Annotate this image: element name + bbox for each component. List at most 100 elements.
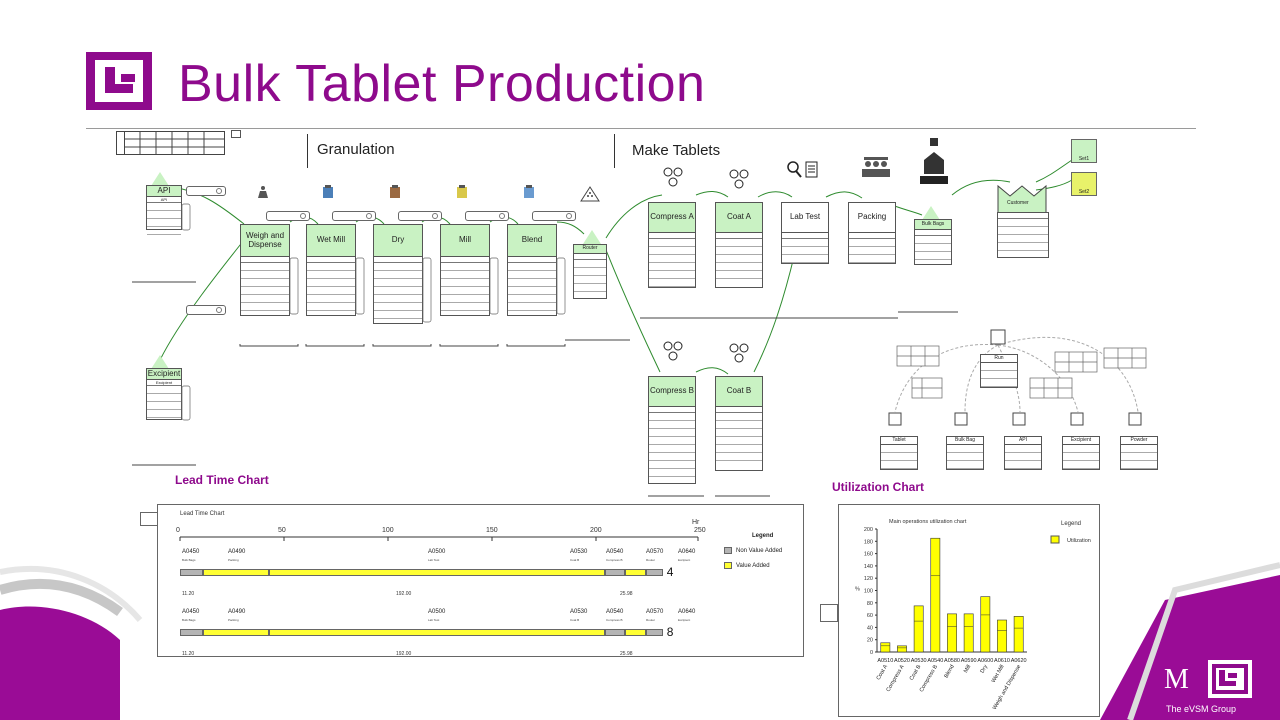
supplier-api[interactable]: API API (146, 185, 182, 235)
lead-time-chart-title: Lead Time Chart (175, 473, 269, 487)
customer[interactable] (997, 212, 1049, 258)
activity-sub-label: Router (646, 618, 656, 622)
page-title: Bulk Tablet Production (178, 55, 706, 113)
x-category-name: Coat B (909, 664, 923, 682)
bom-tablet[interactable]: Tablet (880, 436, 918, 470)
utilization-chart-title: Utilization Chart (832, 480, 924, 494)
activity-label: A0570 (646, 549, 664, 555)
lead-time-bar-segment (625, 629, 647, 636)
utilization-bar (913, 605, 924, 653)
lead-time-axis (179, 536, 699, 541)
x-category-code: A0510 (877, 658, 893, 664)
activity-sub-label: Lab Test (428, 558, 440, 562)
lead-time-bar-segment (203, 629, 270, 636)
y-tick-label: 40 (867, 625, 873, 631)
lead-time-value: 25.98 (620, 651, 633, 657)
process-mill[interactable]: Mill (440, 224, 490, 316)
activity-sub-label: Excipient (678, 618, 691, 622)
activity-label: A0490 (228, 549, 246, 555)
bom-run[interactable]: Run (980, 354, 1018, 388)
process-blend[interactable]: Blend (507, 224, 557, 316)
packing-machine-icon (862, 157, 890, 177)
chart-title: Main operations utilization chart (889, 519, 967, 525)
x-category-name: Wet Mill (991, 664, 1006, 684)
router-inventory-triangle (583, 230, 601, 244)
x-category-code: A0580 (944, 658, 960, 664)
activity-label: A0640 (678, 609, 696, 615)
process-packing[interactable]: Packing (848, 202, 896, 264)
x-category-name: Compress A (886, 664, 906, 693)
activity-label: A0540 (606, 609, 624, 615)
activity-sub-label: Excipient (678, 558, 691, 562)
utilization-bar (963, 613, 974, 653)
process-weigh-and-dispense[interactable]: Weigh and Dispense (240, 224, 290, 316)
lead-time-value: 192.00 (396, 651, 412, 657)
y-tick-label: 140 (864, 564, 873, 570)
activity-label: A0500 (428, 549, 446, 555)
evsm-logo (86, 52, 152, 110)
x-category-code: A0520 (894, 658, 910, 664)
process-compress-b[interactable]: Compress B (648, 376, 696, 484)
lead-time-link-box (140, 512, 158, 526)
y-tick-label: 160 (864, 552, 873, 558)
lead-time-bar-segment (180, 569, 204, 576)
activity-sub-label: Bulk Bags (182, 618, 196, 622)
bom-powder[interactable]: Powder (1120, 436, 1158, 470)
lead-time-bar-segment (646, 569, 663, 576)
process-coat-b[interactable]: Coat B (715, 376, 763, 471)
section-granulation: Granulation (317, 141, 395, 158)
gauge-excipient (186, 305, 226, 315)
y-tick-label: 80 (867, 601, 873, 607)
process-dry[interactable]: Dry (373, 224, 423, 324)
lead-time-bar-segment (604, 629, 626, 636)
brand-name: The eVSM Group (1166, 704, 1237, 714)
lead-time-value: 25.98 (620, 591, 633, 597)
activity-sub-label: Coat B (570, 618, 580, 622)
bom-excipient[interactable]: Excipient (1062, 436, 1100, 470)
x-category-code: A0620 (1011, 658, 1027, 664)
bom-api[interactable]: API (1004, 436, 1042, 470)
process-coat-a[interactable]: Coat A (715, 202, 763, 288)
y-tick-label: 200 (864, 527, 873, 533)
activity-sub-label: Router (646, 558, 656, 562)
gauge-api (186, 186, 226, 196)
utilization-bar (980, 596, 991, 653)
supplier-excipient[interactable]: Excipient Excipient (146, 368, 182, 420)
bulk-bags-triangle (922, 206, 940, 220)
bom-bulk-bag[interactable]: Bulk Bag (946, 436, 984, 470)
utilization-bar (930, 537, 941, 653)
utilization-bar (947, 613, 957, 653)
y-tick-label: 60 (867, 613, 873, 619)
supplier-api-triangle (151, 172, 169, 186)
y-tick-label: 120 (864, 576, 873, 582)
process-lab-test[interactable]: Lab Test (781, 202, 829, 264)
legend-swatch (1050, 535, 1060, 544)
inventory-router[interactable]: Router (573, 244, 607, 299)
process-compress-a[interactable]: Compress A (648, 202, 696, 288)
activity-label: A0530 (570, 609, 588, 615)
key-icon (231, 130, 241, 138)
activity-label: A0450 (182, 609, 200, 615)
y-tick-label: 20 (867, 638, 873, 644)
inventory-bulk-bags[interactable]: Bulk Bags (914, 219, 952, 265)
lead-time-bar-segment (625, 569, 647, 576)
shipment-set2[interactable]: Set2 (1071, 172, 1097, 196)
x-category-name: Mill (963, 664, 972, 674)
y-tick-label: 180 (864, 539, 873, 545)
y-tick-label: 100 (864, 589, 873, 595)
utilization-link-box (820, 604, 838, 622)
lead-time-row-count: 8 (666, 625, 674, 639)
activity-label: A0450 (182, 549, 200, 555)
x-category-code: A0600 (977, 658, 993, 664)
mill-icon (457, 185, 467, 198)
shipment-set1[interactable]: Set1 (1071, 139, 1097, 163)
utilization-bar (1013, 616, 1024, 653)
activity-label: A0570 (646, 609, 664, 615)
process-wet-mill[interactable]: Wet Mill (306, 224, 356, 316)
activity-sub-label: Compress B (606, 618, 623, 622)
x-category-name: Blend (943, 664, 955, 679)
